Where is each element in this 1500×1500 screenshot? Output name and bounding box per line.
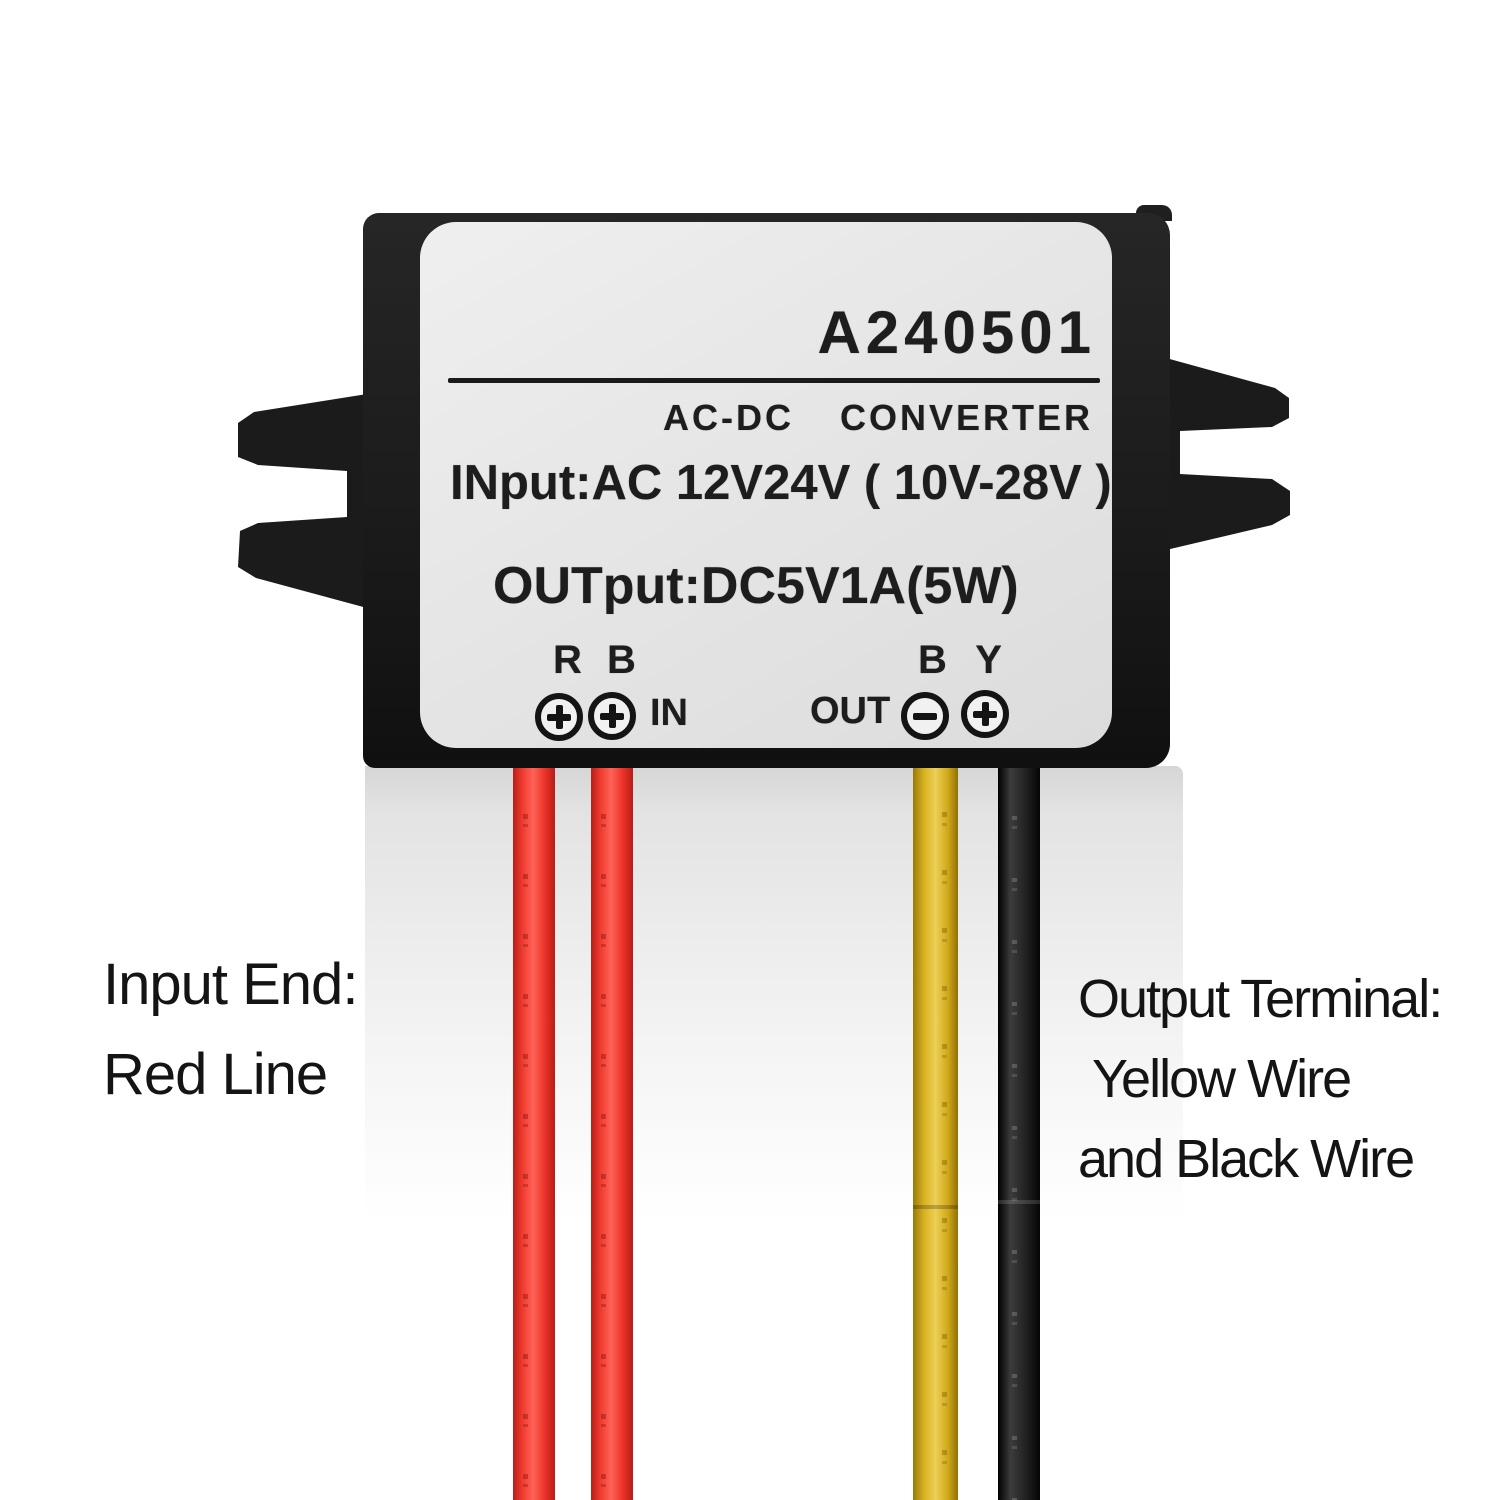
wire-joint: [998, 1200, 1040, 1204]
output-spec: OUTput:DC5V1A(5W): [493, 557, 1019, 615]
input-wire-letters: R B: [553, 638, 643, 682]
label-divider: [448, 378, 1100, 383]
output-annotation-line3: and Black Wire: [1078, 1129, 1415, 1189]
screw-terminal-out-minus-icon: [901, 692, 949, 740]
input-annotation-line2: Red Line: [103, 1042, 328, 1107]
mounting-tab-left: [238, 394, 367, 608]
product-label: A240501 AC-DC CONVERTER INput:AC 12V24V (…: [420, 222, 1112, 748]
output-wire-letters: B Y: [918, 638, 1011, 682]
output-yellow-wire: [913, 760, 958, 1500]
model-number: A240501: [817, 299, 1096, 366]
out-label: OUT: [810, 690, 891, 732]
wire-joint: [913, 1205, 958, 1209]
screw-terminal-in-plus-icon: [588, 692, 636, 740]
device-type: AC-DC CONVERTER: [663, 400, 1093, 436]
in-label: IN: [650, 692, 688, 734]
mounting-tab-right: [1166, 358, 1290, 550]
device-type-word1: AC-DC: [663, 397, 794, 438]
wire-print-marks: [1012, 790, 1017, 1500]
wire-print-marks: [523, 790, 528, 1500]
screw-terminal-out-plus-icon: [961, 690, 1009, 738]
input-red-wire-1: [513, 760, 555, 1500]
device-type-word2: CONVERTER: [839, 397, 1094, 438]
wire-print-marks: [601, 790, 606, 1500]
output-annotation-line1: Output Terminal:: [1078, 969, 1443, 1029]
output-black-wire: [998, 760, 1040, 1500]
input-red-wire-2: [591, 760, 633, 1500]
input-annotation-line1: Input End:: [103, 952, 358, 1017]
wire-print-marks: [942, 790, 947, 1500]
output-annotation-line2: Yellow Wire: [1092, 1049, 1352, 1109]
screw-terminal-in-plus-icon: [535, 693, 583, 741]
input-spec: INput:AC 12V24V ( 10V-28V ): [450, 456, 1112, 510]
surface-shadow: [365, 766, 1183, 1240]
